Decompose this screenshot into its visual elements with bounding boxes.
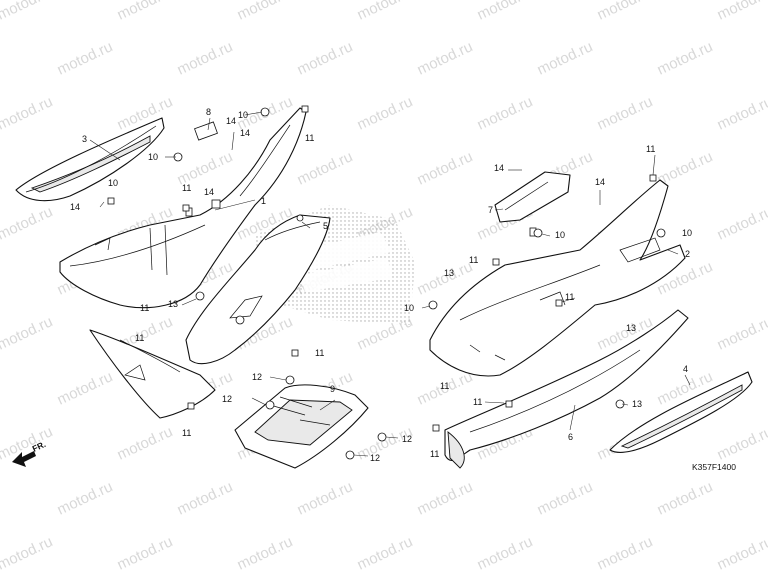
watermark-text: motod.ru [115, 423, 176, 463]
part-4-step-garnish-right [609, 371, 753, 453]
watermark-text: motod.ru [715, 203, 768, 243]
watermark-text: motod.ru [535, 38, 596, 78]
callout-11: 11 [140, 303, 149, 313]
callout-11: 11 [646, 144, 655, 154]
callout-7: 7 [488, 205, 493, 215]
callout-14: 13 [626, 323, 636, 333]
callout-14: 14 [70, 202, 80, 212]
callout-14: 14 [204, 187, 214, 197]
watermark-text: motod.ru [55, 478, 116, 518]
watermark-text: motod.ru [55, 38, 116, 78]
callout-11: 11 [469, 255, 478, 265]
callout-12: 12 [222, 394, 232, 404]
callout-numbers: 3 8 10 11 14 14 10 10 11 14 1 14 5 13 11… [70, 107, 692, 463]
callout-6: 6 [568, 432, 573, 442]
callout-11: 11 [473, 397, 482, 407]
watermark-text: motod.ru [0, 93, 55, 133]
callout-14: 13 [444, 268, 454, 278]
callout-10: 10 [682, 228, 692, 238]
watermark-text: motod.ru [655, 478, 716, 518]
watermark-text: motod.ru [115, 533, 176, 573]
callout-13: 13 [168, 299, 178, 309]
callout-4: 4 [683, 364, 688, 374]
watermark-text: motod.ru [415, 478, 476, 518]
watermark-text: motod.ru [355, 533, 416, 573]
watermark-text: motod.ru [595, 0, 656, 24]
callout-10: 10 [555, 230, 565, 240]
watermark-text: motod.ru [0, 203, 55, 243]
callout-1: 1 [261, 196, 266, 206]
callout-10: 10 [148, 152, 158, 162]
watermark-text: motod.ru [415, 38, 476, 78]
callout-10: 10 [108, 178, 118, 188]
watermark-text: motod.ru [115, 0, 176, 24]
callout-11: 11 [565, 292, 574, 302]
watermark-text: motod.ru [235, 533, 296, 573]
watermark-text: motod.ru [475, 533, 536, 573]
watermark-text: motod.ru [475, 0, 536, 24]
drawing-code: K357F1400 [692, 462, 736, 472]
watermark-text: motod.ru [55, 368, 116, 408]
watermark-text: motod.ru [235, 0, 296, 24]
watermark-text: motod.ru [295, 148, 356, 188]
part-2-body-cover-right [429, 179, 686, 377]
part-6-skirt-right [444, 309, 689, 469]
part-1-body-cover-left [59, 107, 307, 309]
arrow-left-icon [12, 451, 36, 467]
callout-11: 11 [305, 133, 314, 143]
callout-12: 12 [252, 372, 262, 382]
callout-11: 11 [315, 348, 324, 358]
part-3-step-garnish-left [15, 117, 165, 202]
fasteners [107, 105, 666, 460]
watermark-text: motod.ru [295, 478, 356, 518]
callout-12: 12 [370, 453, 380, 463]
watermark-text: motod.ru [715, 93, 768, 133]
callout-8: 8 [206, 107, 211, 117]
callout-2: 2 [685, 249, 690, 259]
watermark-text: motod.ru [595, 533, 656, 573]
watermark-text: motod.ru [655, 38, 716, 78]
callout-14: 14 [226, 116, 236, 126]
watermark-text: motod.ru [295, 38, 356, 78]
watermark-text: motod.ru [355, 93, 416, 133]
callout-14: 14 [240, 128, 250, 138]
watermark-text: motod.ru [595, 93, 656, 133]
callout-14: 14 [494, 163, 504, 173]
callout-10: 10 [238, 110, 248, 120]
watermark-text: motod.ru [715, 423, 768, 463]
watermark-text: motod.ru [715, 0, 768, 24]
callout-13: 13 [632, 399, 642, 409]
watermark-text: motod.ru [175, 478, 236, 518]
callout-11: 11 [135, 333, 144, 343]
callout-11: 11 [440, 381, 449, 391]
watermark-text: motod.ru [715, 533, 768, 573]
callout-12: 12 [402, 434, 412, 444]
watermark-text: motod.ru [415, 148, 476, 188]
leader-lines [89, 111, 691, 457]
callout-11: 11 [182, 183, 191, 193]
callout-11: 11 [182, 428, 191, 438]
watermark-text: motod.ru [175, 38, 236, 78]
callout-14: 14 [595, 177, 605, 187]
callout-10: 10 [404, 303, 414, 313]
watermark-text: motod.ru [475, 93, 536, 133]
callout-11: 11 [430, 449, 439, 459]
watermark-text: motod.ru [0, 313, 55, 353]
watermark-text: motod.ru [0, 533, 55, 573]
part-5-lower-cover-left [185, 214, 331, 365]
callout-3: 3 [82, 134, 87, 144]
watermark-text: motod.ru [355, 0, 416, 24]
watermark-text: motod.ru [715, 313, 768, 353]
watermark-text: motod.ru [0, 0, 55, 24]
part-7-bracket [494, 171, 571, 223]
watermark-text: motod.ru [535, 478, 596, 518]
callout-5: 5 [323, 221, 328, 231]
callout-9: 9 [330, 384, 335, 394]
